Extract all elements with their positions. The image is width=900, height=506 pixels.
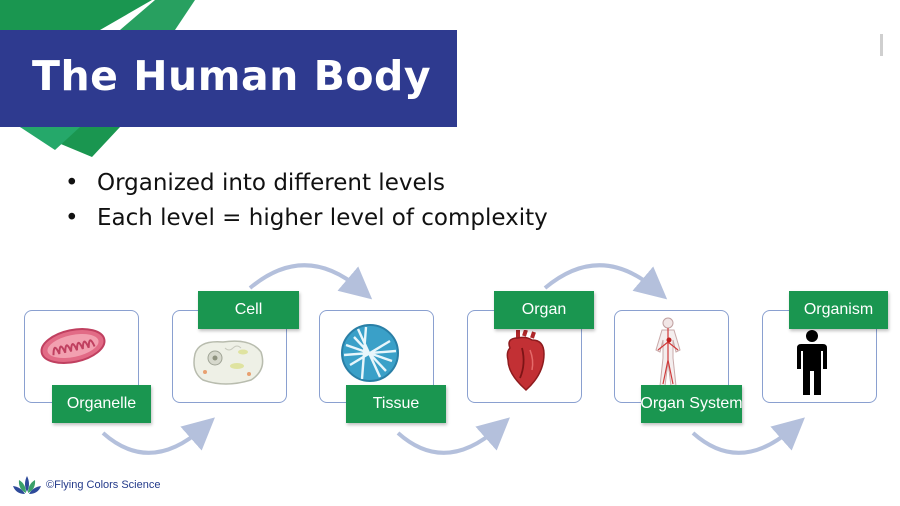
label-organ: Organ bbox=[494, 291, 594, 329]
person-icon bbox=[797, 330, 827, 395]
label-organism: Organism bbox=[789, 291, 888, 329]
circulatory-system-icon bbox=[655, 317, 681, 387]
mitochondrion-icon bbox=[40, 327, 106, 365]
decorative-triangles bbox=[0, 0, 195, 157]
label-organelle: Organelle bbox=[52, 385, 151, 423]
bullet-list: • Organized into different levels • Each l… bbox=[65, 166, 548, 236]
label-organ-system: Organ System bbox=[640, 385, 743, 423]
vertical-watermark bbox=[880, 34, 883, 56]
lotus-logo-icon bbox=[13, 476, 41, 494]
arrow-organ-to-organ-system bbox=[543, 263, 668, 300]
label-tissue: Tissue bbox=[346, 385, 446, 423]
cell-icon bbox=[193, 340, 264, 385]
bullet-dot: • bbox=[65, 170, 79, 196]
bullet-item: • Organized into different levels bbox=[65, 166, 548, 201]
bullet-item: • Each level = higher level of complexity bbox=[65, 201, 548, 236]
top-green-accent bbox=[120, 0, 195, 30]
heart-icon bbox=[506, 330, 545, 392]
tissue-icon bbox=[341, 324, 399, 382]
arrow-organ-system-to-organism bbox=[691, 417, 805, 455]
bullet-dot: • bbox=[65, 205, 79, 231]
page-title: The Human Body bbox=[32, 52, 432, 100]
arrow-tissue-to-organ bbox=[396, 417, 510, 455]
label-cell: Cell bbox=[198, 291, 299, 329]
bottom-green-accent bbox=[20, 127, 80, 150]
level-arrows bbox=[101, 263, 805, 455]
footer: ©Flying Colors Science bbox=[12, 474, 160, 496]
top-green-shape bbox=[0, 0, 152, 30]
bullet-text: Each level = higher level of complexity bbox=[97, 205, 548, 231]
levels-diagram: Organelle Cell Tissue Organ Organ System… bbox=[0, 240, 900, 480]
arrow-cell-to-tissue bbox=[248, 263, 373, 300]
arrow-organelle-to-cell bbox=[101, 417, 215, 455]
bullet-text: Organized into different levels bbox=[97, 170, 445, 196]
footer-copyright: ©Flying Colors Science bbox=[46, 479, 161, 491]
title-bar bbox=[0, 30, 457, 127]
